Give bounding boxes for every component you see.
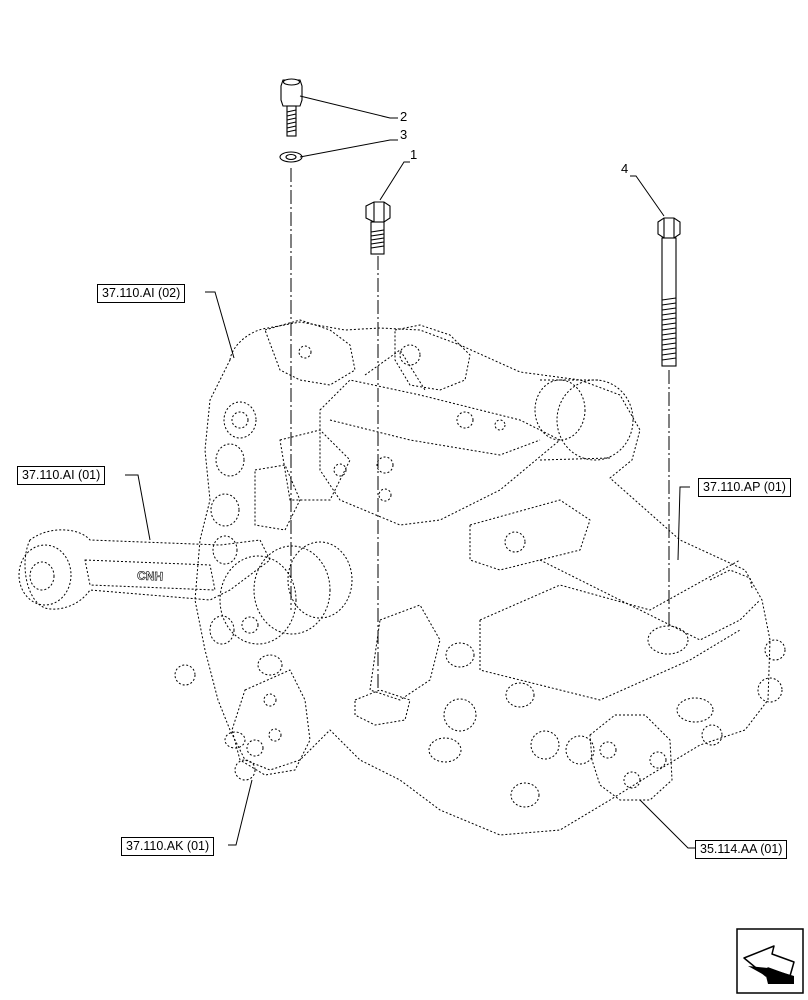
lift-arm bbox=[24, 529, 271, 610]
reference-35-114-aa-01[interactable]: 35.114.AA (01) bbox=[695, 840, 788, 859]
socket-head-screw-item-2 bbox=[280, 78, 303, 137]
reference-37-110-ap-01[interactable]: 37.110.AP (01) bbox=[698, 478, 791, 497]
reference-37-110-ai-01[interactable]: 37.110.AI (01) bbox=[17, 466, 106, 485]
callout-4: 4 bbox=[621, 161, 629, 176]
washer-item-3 bbox=[279, 151, 303, 163]
right-cylinder bbox=[556, 379, 634, 461]
lower-bracket bbox=[231, 669, 311, 776]
reference-37-110-ak-01[interactable]: 37.110.AK (01) bbox=[121, 837, 215, 856]
callout-1: 1 bbox=[410, 147, 418, 162]
pivot-disc bbox=[219, 555, 297, 645]
next-page-arrow-icon[interactable] bbox=[736, 928, 804, 994]
hex-bolt-item-4 bbox=[657, 217, 681, 367]
rear-cover bbox=[589, 714, 673, 801]
top-plate bbox=[319, 379, 561, 526]
reference-37-110-ai-02[interactable]: 37.110.AI (02) bbox=[97, 284, 186, 303]
housing-outline bbox=[194, 321, 771, 836]
callout-3: 3 bbox=[400, 127, 408, 142]
callout-2: 2 bbox=[400, 109, 408, 124]
hex-bolt-item-1 bbox=[365, 201, 391, 255]
arm-marking: CNH bbox=[137, 569, 163, 584]
